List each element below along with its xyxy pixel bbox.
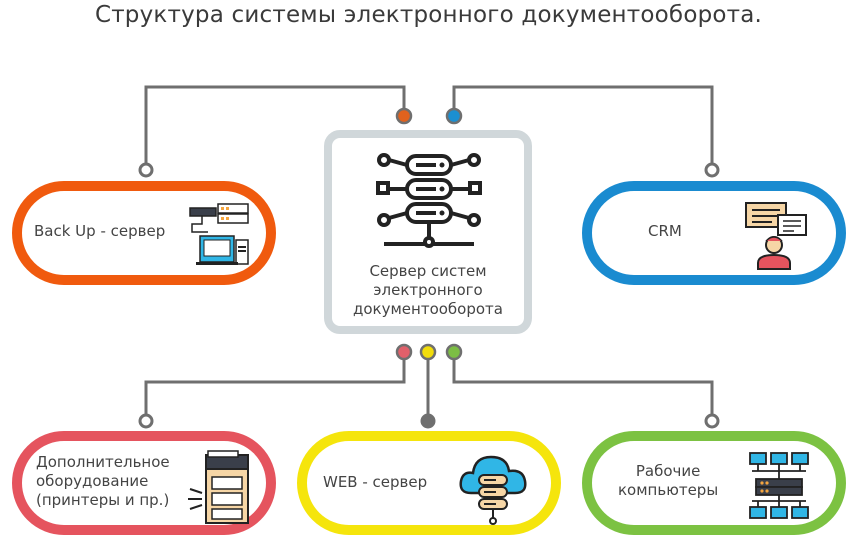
wire-end-workstations: [704, 413, 720, 429]
wire-end-backup: [138, 162, 154, 178]
wire-crm: [452, 85, 714, 170]
equipment-node[interactable]: Дополнительное оборудование (принтеры и …: [12, 431, 276, 535]
wire-end-web: [420, 413, 436, 429]
connector-dot-bottom-right: [445, 343, 463, 361]
printer-icon: [188, 450, 249, 524]
server-rack-icon: [376, 153, 482, 248]
server-label: Сервер систем электронного документообор…: [332, 262, 524, 319]
equipment-label-line-2: оборудование: [36, 472, 149, 490]
connector-dot-top-right: [445, 107, 463, 125]
crm-chat-icon: [745, 202, 807, 270]
crm-node[interactable]: CRM: [582, 181, 846, 285]
equipment-label-line-1: Дополнительное: [36, 453, 170, 471]
equipment-label-line-3: (принтеры и пр.): [36, 491, 170, 509]
connector-dot-bottom-left: [395, 343, 413, 361]
wire-workstations: [452, 352, 714, 421]
wire-equipment: [144, 352, 406, 421]
central-server-node[interactable]: Сервер систем электронного документообор…: [324, 130, 532, 334]
web-server-label: WEB - сервер: [323, 473, 428, 491]
wire-end-crm: [704, 162, 720, 178]
connector-dot-top-left: [395, 107, 413, 125]
server-label-line-1: Сервер систем: [369, 262, 487, 280]
wire-backup: [144, 85, 406, 170]
backup-server-label: Back Up - сервер: [34, 222, 166, 240]
server-label-line-3: документооборота: [353, 300, 503, 318]
wire-end-equipment: [138, 413, 154, 429]
backup-server-icon: [189, 203, 249, 265]
connector-dot-bottom-middle: [419, 343, 437, 361]
workstations-node[interactable]: Рабочие компьютеры: [582, 431, 846, 535]
diagram-title: Структура системы электронного документо…: [94, 2, 763, 28]
workstations-label-line-1: Рабочие: [635, 462, 701, 480]
equipment-label: Дополнительное оборудование (принтеры и …: [36, 453, 170, 510]
backup-server-node[interactable]: Back Up - сервер: [12, 181, 276, 285]
workstations-label-line-2: компьютеры: [618, 481, 719, 499]
workstations-label: Рабочие компьютеры: [618, 462, 718, 500]
server-label-line-2: электронного: [373, 281, 483, 299]
crm-label: CRM: [648, 222, 682, 240]
cloud-server-icon: [459, 455, 527, 525]
web-server-node[interactable]: WEB - сервер: [297, 431, 561, 535]
network-computers-icon: [749, 452, 809, 519]
